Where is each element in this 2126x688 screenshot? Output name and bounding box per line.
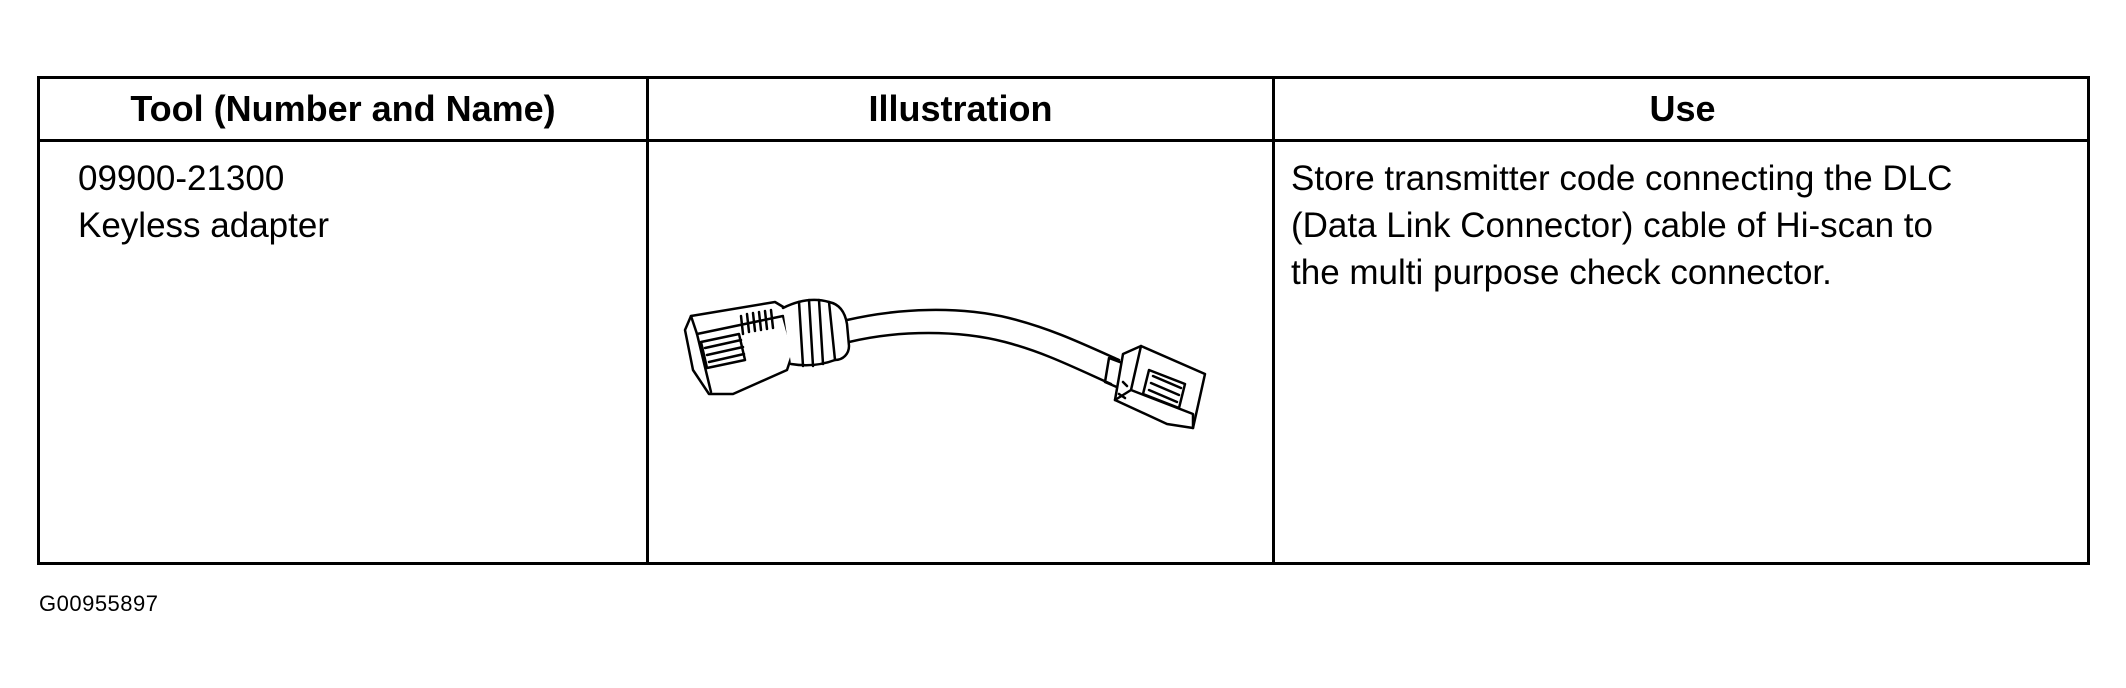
illustration-cell xyxy=(649,142,1272,562)
tool-cell: 09900-21300 Keyless adapter xyxy=(78,142,638,562)
tool-name: Keyless adapter xyxy=(78,206,329,245)
use-line: Store transmitter code connecting the DL… xyxy=(1291,159,1953,198)
use-line: the multi purpose check connector. xyxy=(1291,253,1832,292)
header-use: Use xyxy=(1649,88,1716,129)
column-divider xyxy=(1272,79,1275,562)
column-divider xyxy=(646,79,649,562)
header-tool: Tool (Number and Name) xyxy=(130,88,556,129)
use-line: (Data Link Connector) cable of Hi-scan t… xyxy=(1291,206,1933,245)
use-cell: Store transmitter code connecting the DL… xyxy=(1291,142,2086,562)
figure-code: G00955897 xyxy=(39,591,159,616)
tool-number: 09900-21300 xyxy=(78,159,285,198)
special-tool-table: Tool (Number and Name) Illustration Use … xyxy=(37,76,2090,565)
header-illustration: Illustration xyxy=(868,88,1053,129)
table-header-row: Tool (Number and Name) Illustration Use xyxy=(40,79,2087,142)
keyless-adapter-cable-icon xyxy=(683,298,1207,430)
